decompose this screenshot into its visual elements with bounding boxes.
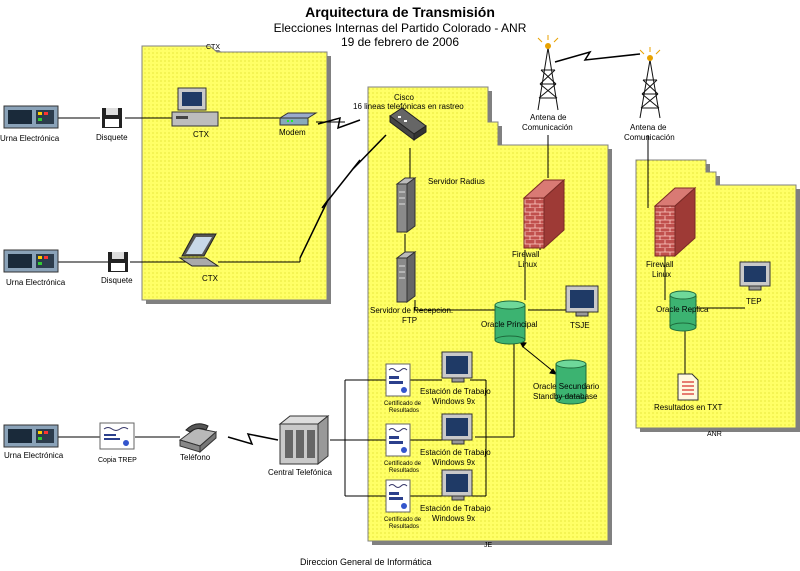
resultados-txt-label: Resultados en TXT	[654, 403, 722, 412]
bolt-modem-cisco	[317, 116, 361, 130]
estacion-monitor-icon-3	[441, 469, 473, 501]
urna-label-2: Urna Electrónica	[6, 278, 66, 287]
ctx-label-2: CTX	[202, 274, 219, 283]
floppy-disk-icon-1	[102, 108, 122, 128]
oracle-secundario-db-icon	[555, 359, 587, 405]
replication-arrows	[519, 341, 557, 375]
certificado-label-1b: Resultados	[389, 408, 419, 414]
diagram-subtitle: Elecciones Internas del Partido Colorado…	[273, 21, 527, 35]
certificado-icon-3	[385, 479, 411, 513]
certificado-label-3b: Resultados	[389, 524, 419, 530]
certificado-label-1a: Certificado de	[384, 401, 422, 407]
connections	[58, 117, 745, 497]
firewall-icon-1	[522, 178, 566, 250]
telefono-label: Teléfono	[180, 453, 211, 462]
oracle-secundario-label-1: Oracle Secundario	[533, 382, 600, 391]
ftp-server-icon	[395, 251, 417, 303]
zone-je-label: JE	[484, 542, 493, 549]
certificado-icon-1	[385, 363, 411, 397]
central-telefonica-label: Central Telefónica	[268, 468, 332, 477]
antenna-label-1b: Comunicación	[522, 123, 573, 132]
ctx-desktop-icon	[171, 87, 219, 127]
resultados-document-icon	[677, 373, 699, 401]
oracle-principal-db-icon	[494, 300, 526, 345]
cisco-router-icon	[389, 107, 427, 141]
urna-label-3: Urna Electrónica	[4, 451, 64, 460]
estacion-label-3a: Estación de Trabajo	[420, 504, 491, 513]
urna-electronica-icon-3	[3, 424, 59, 448]
bolt-phone-central	[227, 432, 279, 446]
certificado-label-2b: Resultados	[389, 468, 419, 474]
tep-label: TEP	[746, 297, 762, 306]
central-telefonica-icon	[278, 414, 330, 466]
disquete-label-1: Disquete	[96, 133, 128, 142]
copia-trep-label: Copia TREP	[98, 457, 137, 464]
estacion-label-2b: Windows 9x	[432, 458, 475, 467]
certificado-label-3a: Certificado de	[384, 517, 422, 523]
modem-icon	[278, 112, 318, 126]
cisco-label-1: Cisco	[394, 93, 415, 102]
recepcion-label-1: Servidor de Recepcion.	[370, 306, 453, 315]
bolt-ctx2-cisco	[299, 134, 387, 259]
recepcion-label-2: FTP	[402, 316, 417, 325]
urna-label-1: Urna Electrónica	[0, 134, 60, 143]
estacion-label-3b: Windows 9x	[432, 514, 475, 523]
ctx-label-1: CTX	[193, 130, 210, 139]
urna-electronica-icon-1	[3, 105, 59, 129]
estacion-monitor-icon-2	[441, 413, 473, 445]
firewall-label-2a: Firewall	[646, 260, 674, 269]
radius-label: Servidor Radius	[428, 177, 485, 186]
firewall-icon-2	[653, 186, 697, 258]
bolt-antennas	[554, 50, 641, 63]
antenna-label-2b: Comunicación	[624, 133, 675, 142]
diagram-title: Arquitectura de Transmisión	[305, 4, 495, 20]
floppy-disk-icon-2	[108, 252, 128, 272]
oracle-replica-db-icon	[669, 290, 697, 332]
antenna-icon-1	[537, 35, 559, 111]
ctx-laptop-icon	[178, 233, 220, 267]
oracle-replica-label: Oracle Replica	[656, 305, 709, 314]
antenna-icon-2	[639, 47, 661, 119]
disquete-label-2: Disquete	[101, 276, 133, 285]
zone-anr-label: ANR	[707, 431, 722, 438]
modem-label: Modem	[279, 128, 306, 137]
firewall-label-1b: Linux	[518, 260, 537, 269]
firewall-label-1a: Firewall	[512, 250, 540, 259]
urna-electronica-icon-2	[3, 249, 59, 273]
oracle-principal-label: Oracle Principal	[481, 320, 538, 329]
copia-trep-icon	[99, 422, 135, 450]
telephone-icon	[178, 423, 218, 454]
estacion-label-1a: Estación de Trabajo	[420, 387, 491, 396]
tep-monitor-icon	[739, 261, 771, 291]
lightning-bolts	[227, 50, 641, 446]
certificado-icon-2	[385, 423, 411, 457]
estacion-label-2a: Estación de Trabajo	[420, 448, 491, 457]
tsje-label: TSJE	[570, 321, 590, 330]
footer-credit: Direccion General de Informática	[300, 557, 432, 567]
antenna-label-1a: Antena de	[530, 113, 567, 122]
cisco-label-2: 16 lineas telefónicas en rastreo	[353, 102, 464, 111]
certificado-label-2a: Certificado de	[384, 461, 422, 467]
zone-ctx-label: CTX	[206, 44, 220, 51]
oracle-secundario-label-2: Standby database	[533, 392, 598, 401]
estacion-label-1b: Windows 9x	[432, 397, 475, 406]
firewall-label-2b: Linux	[652, 270, 671, 279]
diagram-date: 19 de febrero de 2006	[340, 35, 460, 49]
radius-server-icon	[395, 177, 417, 233]
zone-ctx: CTX	[141, 44, 331, 304]
tsje-monitor-icon	[565, 285, 599, 317]
estacion-monitor-icon-1	[441, 351, 473, 383]
antenna-label-2a: Antena de	[630, 123, 667, 132]
